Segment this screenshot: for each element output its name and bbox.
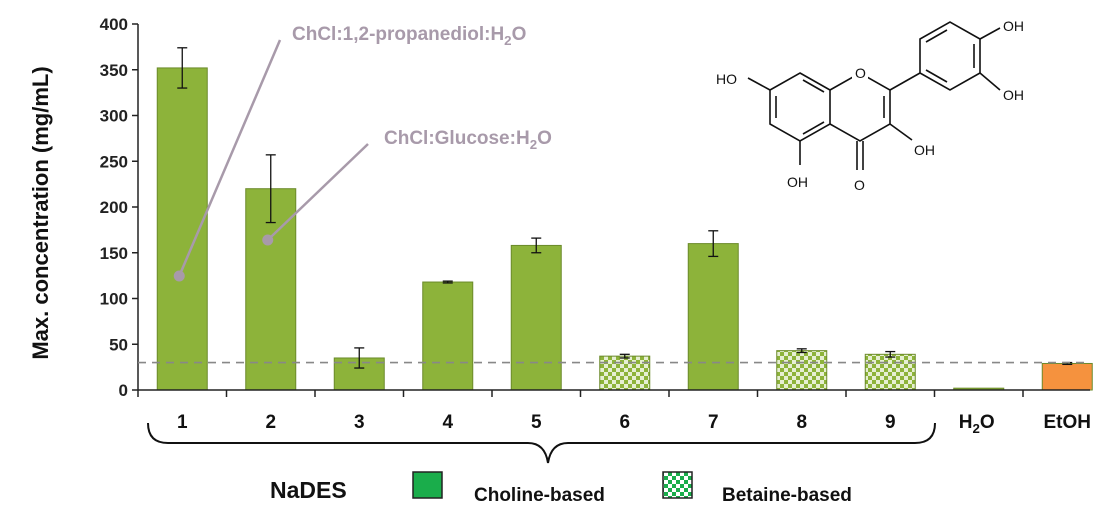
- y-tick-label-100: 100: [100, 290, 128, 309]
- chem-label-carbonyl-o: O: [854, 177, 865, 193]
- annotations: ChCl:1,2-propanediol:H2O ChCl:Glucose:H2O: [173, 24, 552, 282]
- annotation-leader-2: [266, 143, 369, 241]
- y-tick-label-50: 50: [109, 335, 128, 354]
- x-tick-label-4: 4: [442, 412, 453, 433]
- y-axis: 0 50 100 150 200 250 300 350 400: [100, 15, 139, 400]
- bar-7: [687, 243, 739, 391]
- x-tick-label-7: 7: [708, 412, 719, 433]
- chem-label-oh-5: OH: [787, 174, 808, 190]
- annotation-dot-2: [262, 234, 274, 246]
- bar-8: [776, 350, 828, 391]
- y-tick-label-350: 350: [100, 61, 128, 80]
- bar-4: [422, 281, 474, 391]
- x-tick-label-1: 1: [177, 412, 188, 433]
- y-tick-label-400: 400: [100, 15, 128, 34]
- ring-a: [769, 72, 831, 142]
- chem-label-oh-3p: OH: [1003, 87, 1024, 103]
- y-tick-label-250: 250: [100, 152, 128, 171]
- chem-label-ring-o: O: [855, 65, 866, 81]
- chem-label-oh-4p: OH: [1003, 18, 1024, 34]
- legend-swatch-choline: [412, 471, 443, 499]
- x-tick-label-H2O: H2O: [959, 412, 995, 436]
- x-tick-label-8: 8: [796, 412, 807, 433]
- ring-b: [919, 21, 981, 91]
- y-tick-label-150: 150: [100, 244, 128, 263]
- ring-c: [829, 72, 891, 142]
- chem-label-ho-7: HO: [716, 71, 737, 87]
- group-label-nades: NaDES: [270, 477, 347, 503]
- x-tick-label-EtOH: EtOH: [1044, 412, 1092, 433]
- bar-5: [510, 244, 562, 391]
- legend: NaDES Choline-based Betaine-based: [270, 471, 852, 506]
- structure-labels: HO OH OH OH OH O O: [716, 18, 1024, 193]
- x-tick-label-5: 5: [531, 412, 542, 433]
- x-axis: 1 2 3 4 5 6 7 8 9 H2O EtOH: [137, 389, 1092, 436]
- y-tick-label-300: 300: [100, 107, 128, 126]
- y-tick-label-200: 200: [100, 198, 128, 217]
- quercetin-structure: [747, 21, 1001, 170]
- bar-EtOH: [1041, 362, 1093, 391]
- ring-oxygen-bg: [852, 64, 868, 80]
- bar-9: [864, 353, 916, 391]
- nades-bracket: [147, 422, 936, 464]
- bar-6: [599, 355, 651, 391]
- legend-label-betaine: Betaine-based: [722, 485, 852, 506]
- x-tick-label-2: 2: [265, 412, 276, 433]
- x-tick-label-3: 3: [354, 412, 365, 433]
- x-tick-label-9: 9: [885, 412, 896, 433]
- annotation-label-1: ChCl:1,2-propanediol:H2O: [292, 24, 526, 48]
- y-tick-label-0: 0: [119, 381, 128, 400]
- x-tick-label-6: 6: [619, 412, 630, 433]
- annotation-leader-1: [178, 39, 282, 277]
- bars: [138, 47, 1093, 391]
- y-axis-label: Max. concentration (mg/mL): [28, 66, 53, 359]
- chem-label-oh-3: OH: [914, 142, 935, 158]
- legend-swatch-betaine: [662, 471, 693, 499]
- annotation-dot-1: [173, 270, 185, 282]
- annotation-label-2: ChCl:Glucose:H2O: [384, 128, 552, 152]
- legend-label-choline: Choline-based: [474, 485, 605, 506]
